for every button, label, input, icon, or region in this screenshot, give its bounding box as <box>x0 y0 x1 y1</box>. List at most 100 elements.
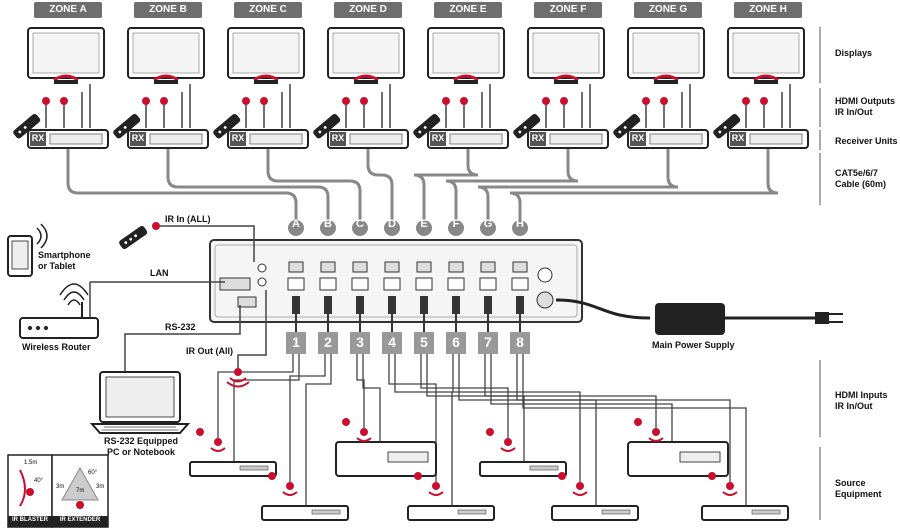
zone-port-letter: A <box>292 218 300 230</box>
source-device <box>701 472 789 521</box>
cat-cables <box>66 148 779 222</box>
label-receiver-units: Receiver Units <box>835 136 898 146</box>
rx-label: RX <box>731 133 745 143</box>
legend-ext-angle: 60° <box>88 470 98 476</box>
label-hdmi-outputs: HDMI Outputs IR In/Out <box>835 96 895 118</box>
zone-port-letter: F <box>452 218 460 230</box>
label-hdmi-inputs: HDMI Inputs IR In/Out <box>835 390 888 412</box>
zone-port-circle <box>352 220 368 236</box>
input-number: 5 <box>420 334 428 350</box>
zone-port-circle <box>512 220 528 236</box>
zone-port-circle <box>416 220 432 236</box>
label-ir-in-all: IR In (ALL) <box>165 214 211 224</box>
input-number: 3 <box>356 334 364 350</box>
zone-port-circle <box>384 220 400 236</box>
zone-port-letter: D <box>388 218 396 230</box>
zone-port-letter: E <box>420 218 428 230</box>
source-device <box>407 472 495 521</box>
laptop-icon <box>89 371 191 434</box>
input-number-box <box>446 332 466 354</box>
zone-port-letter: C <box>356 218 364 230</box>
label-cable: CAT5e/6/7 Cable (60m) <box>835 168 886 190</box>
source-device <box>189 428 277 477</box>
label-source-2: Equipment <box>835 489 882 499</box>
label-cable-2: Cable (60m) <box>835 179 887 189</box>
zone-header <box>434 2 502 18</box>
label-source-1: Source <box>835 478 866 488</box>
remote-icon <box>513 113 541 139</box>
zone-port-letter: H <box>516 218 524 230</box>
rx-label: RX <box>131 133 145 143</box>
zone-c <box>213 2 309 149</box>
source-device <box>479 428 567 477</box>
zone-port-letter: B <box>324 218 332 230</box>
rx-label: RX <box>31 133 45 143</box>
input-number-box <box>286 332 306 354</box>
rs232-cable <box>124 305 241 372</box>
remote-icon <box>213 113 241 139</box>
smartphone-icon <box>7 223 48 277</box>
rx-label: RX <box>431 133 445 143</box>
ir-in-all-remote <box>119 222 255 262</box>
source-device <box>335 418 437 477</box>
zone-label: ZONE F <box>549 4 587 15</box>
ir-out-all-emitter <box>226 290 267 388</box>
input-number: 1 <box>292 334 300 350</box>
zone-header <box>134 2 202 18</box>
label-hdmi-outputs-1: HDMI Outputs <box>835 96 895 106</box>
zone-label: ZONE C <box>249 4 287 15</box>
input-number: 4 <box>388 334 396 350</box>
zone-header <box>334 2 402 18</box>
input-number-box <box>478 332 498 354</box>
label-ir-out-all: IR Out (All) <box>186 346 233 356</box>
zone-port-circle <box>448 220 464 236</box>
matrix-switcher <box>209 220 583 354</box>
label-hdmi-outputs-2: IR In/Out <box>835 107 873 117</box>
source-device <box>627 418 729 477</box>
label-hdmi-inputs-2: IR In/Out <box>835 401 873 411</box>
power-supply <box>555 298 843 335</box>
legend-ir-extender: IR EXTENDER <box>59 517 101 523</box>
input-number: 2 <box>324 334 332 350</box>
rx-label: RX <box>631 133 645 143</box>
label-displays: Displays <box>835 48 873 58</box>
input-number: 8 <box>516 334 524 350</box>
label-power: Main Power Supply <box>652 340 735 350</box>
zone-header <box>234 2 302 18</box>
remote-icon <box>313 113 341 139</box>
remote-icon <box>13 113 41 139</box>
router-icon <box>19 283 99 339</box>
legend-ir-blaster: IR BLASTER <box>12 517 48 523</box>
zone-header <box>534 2 602 18</box>
remote-icon <box>113 113 141 139</box>
label-smartphone: Smartphone or Tablet <box>38 250 91 272</box>
remote-icon <box>613 113 641 139</box>
zone-g <box>613 2 709 149</box>
zone-port-letter: G <box>483 218 493 230</box>
zone-d <box>313 2 409 149</box>
zone-label: ZONE D <box>349 4 387 15</box>
input-number-box <box>382 332 402 354</box>
zone-header <box>734 2 802 18</box>
input-number: 7 <box>484 334 492 350</box>
input-number-box <box>318 332 338 354</box>
legend-ext-left: 3m <box>56 484 65 490</box>
label-router: Wireless Router <box>22 342 91 352</box>
legend-blaster-dist: 1.5m <box>24 460 38 466</box>
zone-label: ZONE B <box>149 4 187 15</box>
remote-icon <box>713 113 741 139</box>
rx-label: RX <box>231 133 245 143</box>
zone-label: ZONE E <box>449 4 487 15</box>
source-device <box>261 472 349 521</box>
rx-label: RX <box>531 133 545 143</box>
label-pc: RS-232 Equipped PC or Notebook <box>98 436 184 458</box>
legend-blaster-angle: 40° <box>34 478 44 484</box>
ir-legend <box>7 454 109 528</box>
zone-b <box>113 2 209 149</box>
label-pc-2: PC or Notebook <box>106 447 175 457</box>
input-number-box <box>510 332 530 354</box>
label-source-equipment: Source Equipment <box>835 478 882 500</box>
zone-a <box>13 2 109 149</box>
legend-ext-right: 3m <box>96 484 105 490</box>
